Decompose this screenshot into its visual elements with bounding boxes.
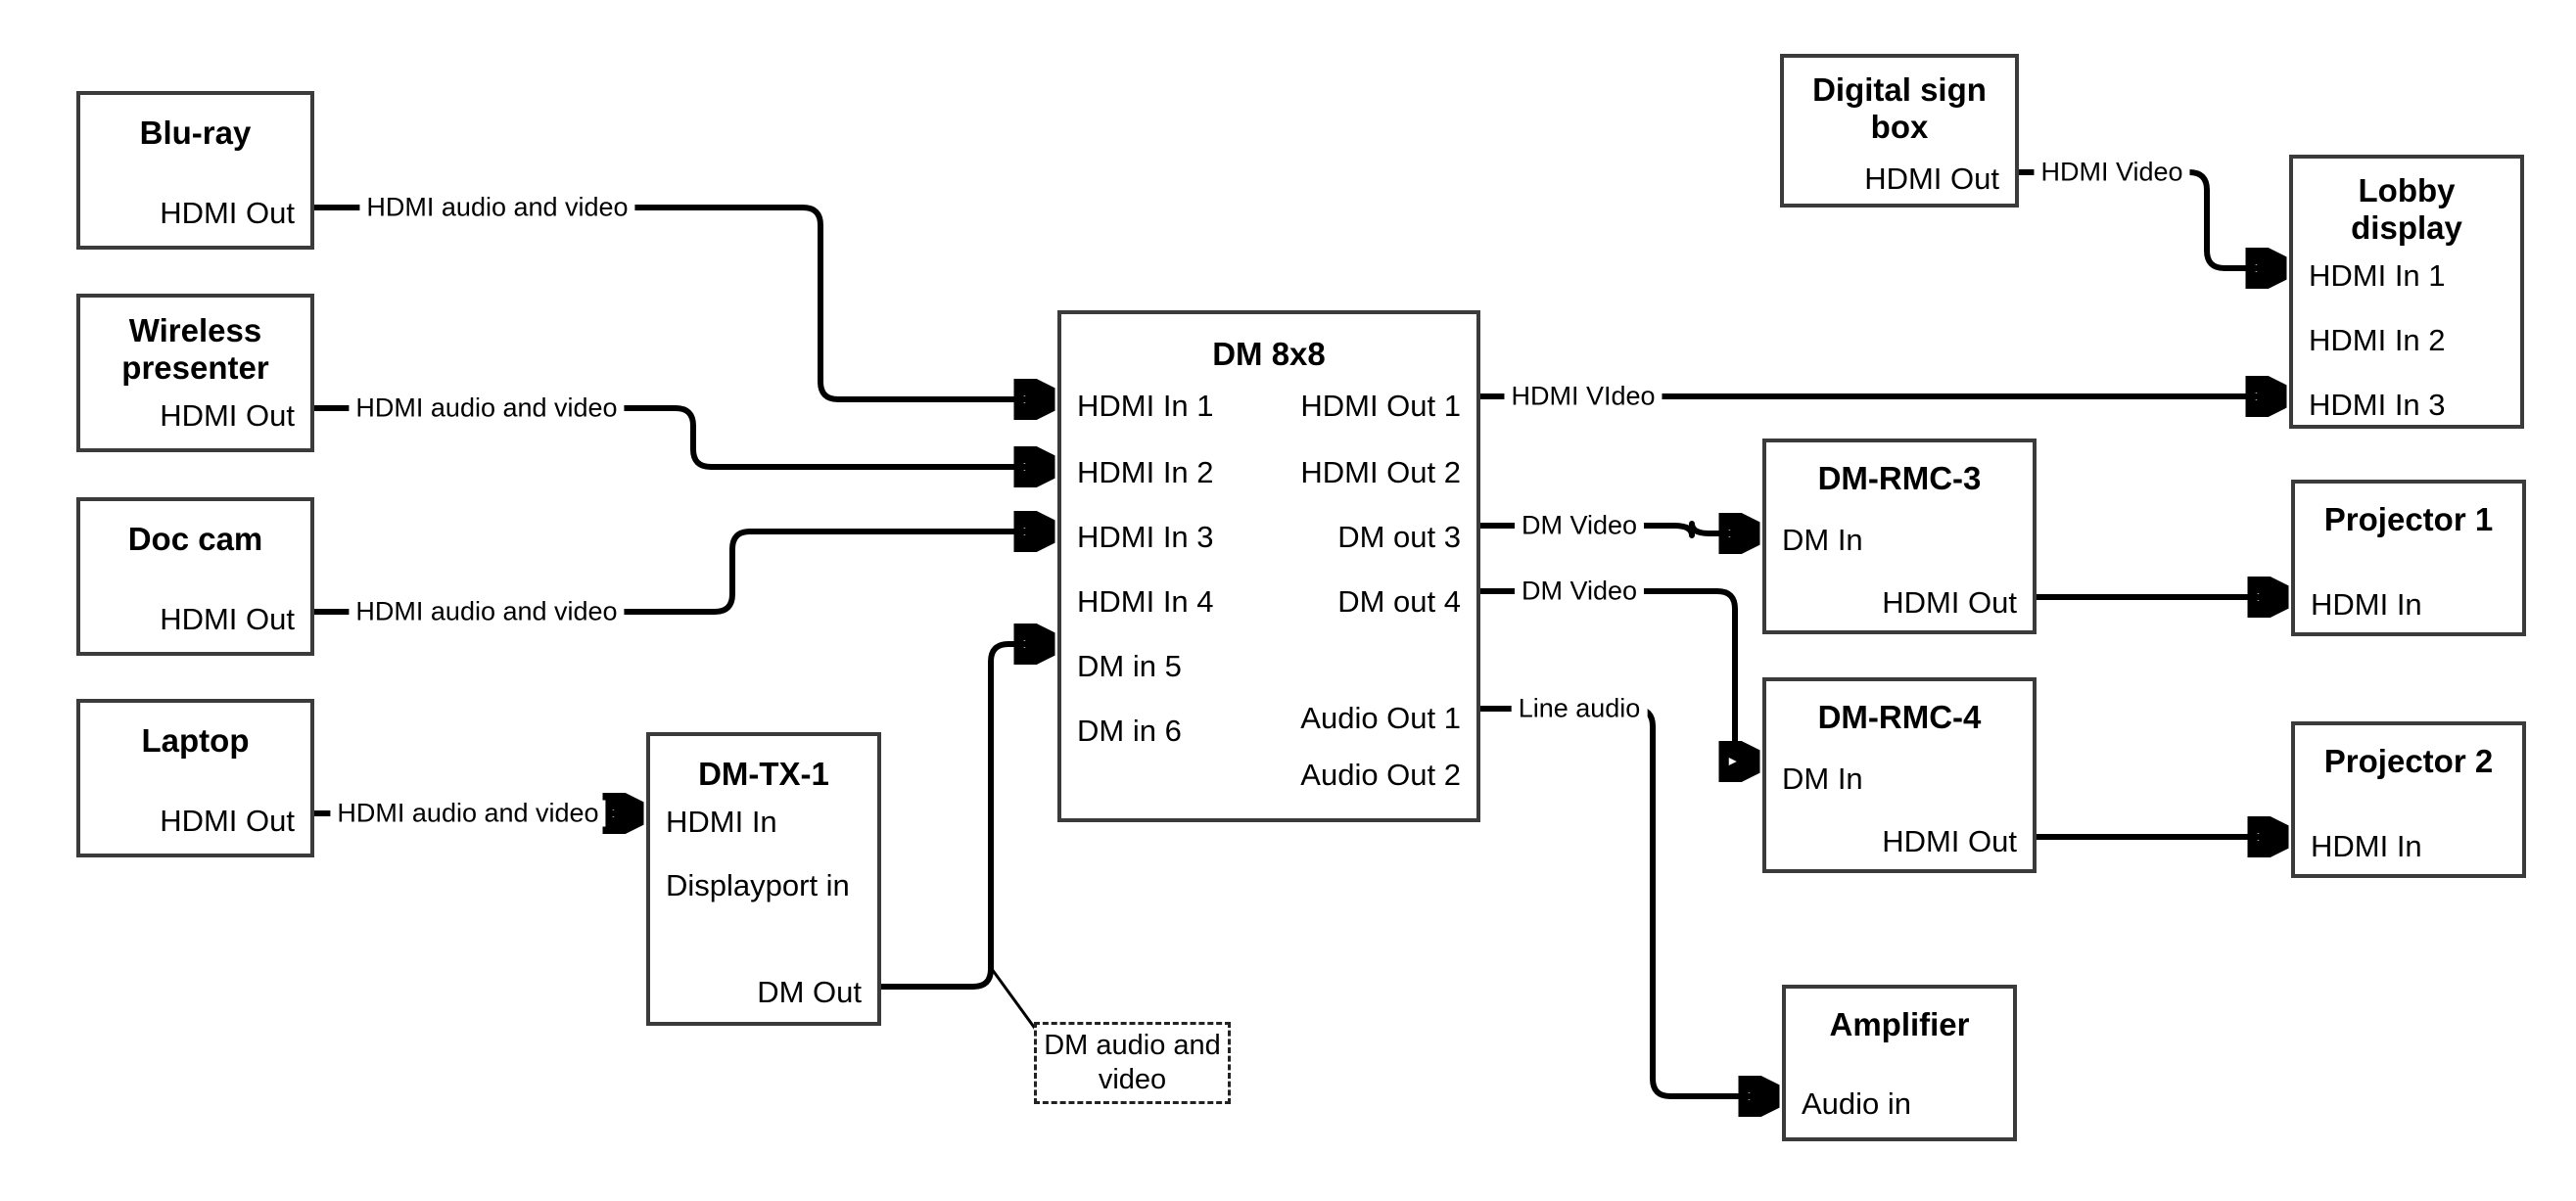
port-digital-sign-box-hdmi-out[interactable]: HDMI Out <box>1864 162 1999 196</box>
port-dm-rmc-3-dm-in[interactable]: DM In <box>1782 523 1863 557</box>
port-dm-8x8-dm-out-3[interactable]: DM out 3 <box>1337 520 1461 554</box>
port-dm-rmc-4-hdmi-out[interactable]: HDMI Out <box>1882 824 2017 858</box>
device-lobby-display[interactable]: Lobby display HDMI In 1 HDMI In 2 HDMI I… <box>2289 155 2524 429</box>
port-laptop-hdmi-out[interactable]: HDMI Out <box>160 804 295 838</box>
port-dm-tx-1-displayport-in[interactable]: Displayport in <box>666 868 850 902</box>
device-title: Laptop <box>141 722 250 759</box>
device-bluray[interactable]: Blu-ray HDMI Out <box>76 91 314 250</box>
port-dm-8x8-dm-out-4[interactable]: DM out 4 <box>1337 584 1461 619</box>
port-bluray-hdmi-out[interactable]: HDMI Out <box>160 196 295 230</box>
port-dm-8x8-audio-out-2[interactable]: Audio Out 2 <box>1300 758 1461 792</box>
device-dm-8x8[interactable]: DM 8x8 HDMI In 1 HDMI In 2 HDMI In 3 HDM… <box>1057 310 1480 822</box>
port-dm-rmc-3-hdmi-out[interactable]: HDMI Out <box>1882 585 2017 620</box>
port-dm-8x8-hdmi-out-1[interactable]: HDMI Out 1 <box>1300 389 1461 423</box>
link-label-dm8x8-dmout3-to-rmc3: DM Video <box>1514 512 1645 539</box>
port-wireless-presenter-hdmi-out[interactable]: HDMI Out <box>160 398 295 433</box>
link-label-laptop-to-dmtx1: HDMI audio and video <box>330 800 606 827</box>
device-title: DM 8x8 <box>1212 336 1326 372</box>
device-title: Amplifier <box>1829 1006 1970 1042</box>
port-dm-tx-1-dm-out[interactable]: DM Out <box>757 975 862 1009</box>
port-amplifier-audio-in[interactable]: Audio in <box>1802 1086 1912 1121</box>
link-label-wireless-to-dm8x8: HDMI audio and video <box>349 394 625 422</box>
device-title: DM-RMC-4 <box>1817 699 1982 735</box>
port-dm-tx-1-hdmi-in[interactable]: HDMI In <box>666 805 777 839</box>
port-dm-8x8-hdmi-in-3[interactable]: HDMI In 3 <box>1077 520 1214 554</box>
note-dm-audio-and-video: DM audio and video <box>1034 1022 1231 1104</box>
edge-signbox-to-lobby <box>2019 169 2281 268</box>
device-title: Projector 1 <box>2323 501 2494 537</box>
edge-bluray-to-dm8x8 <box>314 205 1050 399</box>
device-dm-tx-1[interactable]: DM-TX-1 HDMI In Displayport in DM Out <box>646 732 881 1026</box>
port-lobby-display-hdmi-in-1[interactable]: HDMI In 1 <box>2309 258 2446 293</box>
port-dm-8x8-hdmi-in-2[interactable]: HDMI In 2 <box>1077 455 1214 489</box>
device-projector-2[interactable]: Projector 2 HDMI In <box>2291 721 2526 878</box>
device-title: DM-RMC-3 <box>1817 460 1982 496</box>
device-doc-cam[interactable]: Doc cam HDMI Out <box>76 497 314 656</box>
port-projector-2-hdmi-in[interactable]: HDMI In <box>2311 829 2422 863</box>
device-title: Digital sign box <box>1812 71 1987 146</box>
edge-dm8x8-dmout4-to-rmc4 <box>1480 588 1755 762</box>
link-label-doccam-to-dm8x8: HDMI audio and video <box>349 598 625 625</box>
port-projector-1-hdmi-in[interactable]: HDMI In <box>2311 587 2422 622</box>
edge-dmtx1-to-dm8x8 <box>881 644 1050 990</box>
link-label-dm8x8-hdmiout1-to-lobby: HDMI VIdeo <box>1504 383 1663 410</box>
link-label-dm8x8-audioout1-to-amplifier: Line audio <box>1511 695 1648 722</box>
device-title: Lobby display <box>2351 172 2462 247</box>
edge-dm8x8-audioout1-to-amplifier <box>1480 706 1774 1096</box>
device-dm-rmc-3[interactable]: DM-RMC-3 DM In HDMI Out <box>1762 439 2037 634</box>
device-laptop[interactable]: Laptop HDMI Out <box>76 699 314 857</box>
device-title: Projector 2 <box>2323 743 2494 779</box>
link-label-dm8x8-dmout4-to-rmc4: DM Video <box>1514 577 1645 605</box>
link-label-bluray-to-dm8x8: HDMI audio and video <box>359 194 635 221</box>
device-dm-rmc-4[interactable]: DM-RMC-4 DM In HDMI Out <box>1762 677 2037 873</box>
port-lobby-display-hdmi-in-2[interactable]: HDMI In 2 <box>2309 323 2446 357</box>
device-wireless-presenter[interactable]: Wireless presenter HDMI Out <box>76 294 314 452</box>
port-lobby-display-hdmi-in-3[interactable]: HDMI In 3 <box>2309 388 2446 422</box>
device-title: Wireless presenter <box>121 312 269 387</box>
port-dm-8x8-hdmi-out-2[interactable]: HDMI Out 2 <box>1300 455 1461 489</box>
device-title: Blu-ray <box>139 115 252 151</box>
port-dm-8x8-dm-in-6[interactable]: DM in 6 <box>1077 714 1182 748</box>
device-amplifier[interactable]: Amplifier Audio in <box>1782 985 2017 1141</box>
device-projector-1[interactable]: Projector 1 HDMI In <box>2291 480 2526 636</box>
link-label-signbox-to-lobby: HDMI Video <box>2034 159 2190 186</box>
device-title: Doc cam <box>127 521 263 557</box>
port-dm-8x8-hdmi-in-4[interactable]: HDMI In 4 <box>1077 584 1214 619</box>
port-dm-8x8-hdmi-in-1[interactable]: HDMI In 1 <box>1077 389 1214 423</box>
device-title: DM-TX-1 <box>698 756 829 792</box>
port-dm-rmc-4-dm-in[interactable]: DM In <box>1782 762 1863 796</box>
port-dm-8x8-audio-out-1[interactable]: Audio Out 1 <box>1300 701 1461 735</box>
device-digital-sign-box[interactable]: Digital sign box HDMI Out <box>1780 54 2019 208</box>
port-doc-cam-hdmi-out[interactable]: HDMI Out <box>160 602 295 636</box>
port-dm-8x8-dm-in-5[interactable]: DM in 5 <box>1077 649 1182 683</box>
